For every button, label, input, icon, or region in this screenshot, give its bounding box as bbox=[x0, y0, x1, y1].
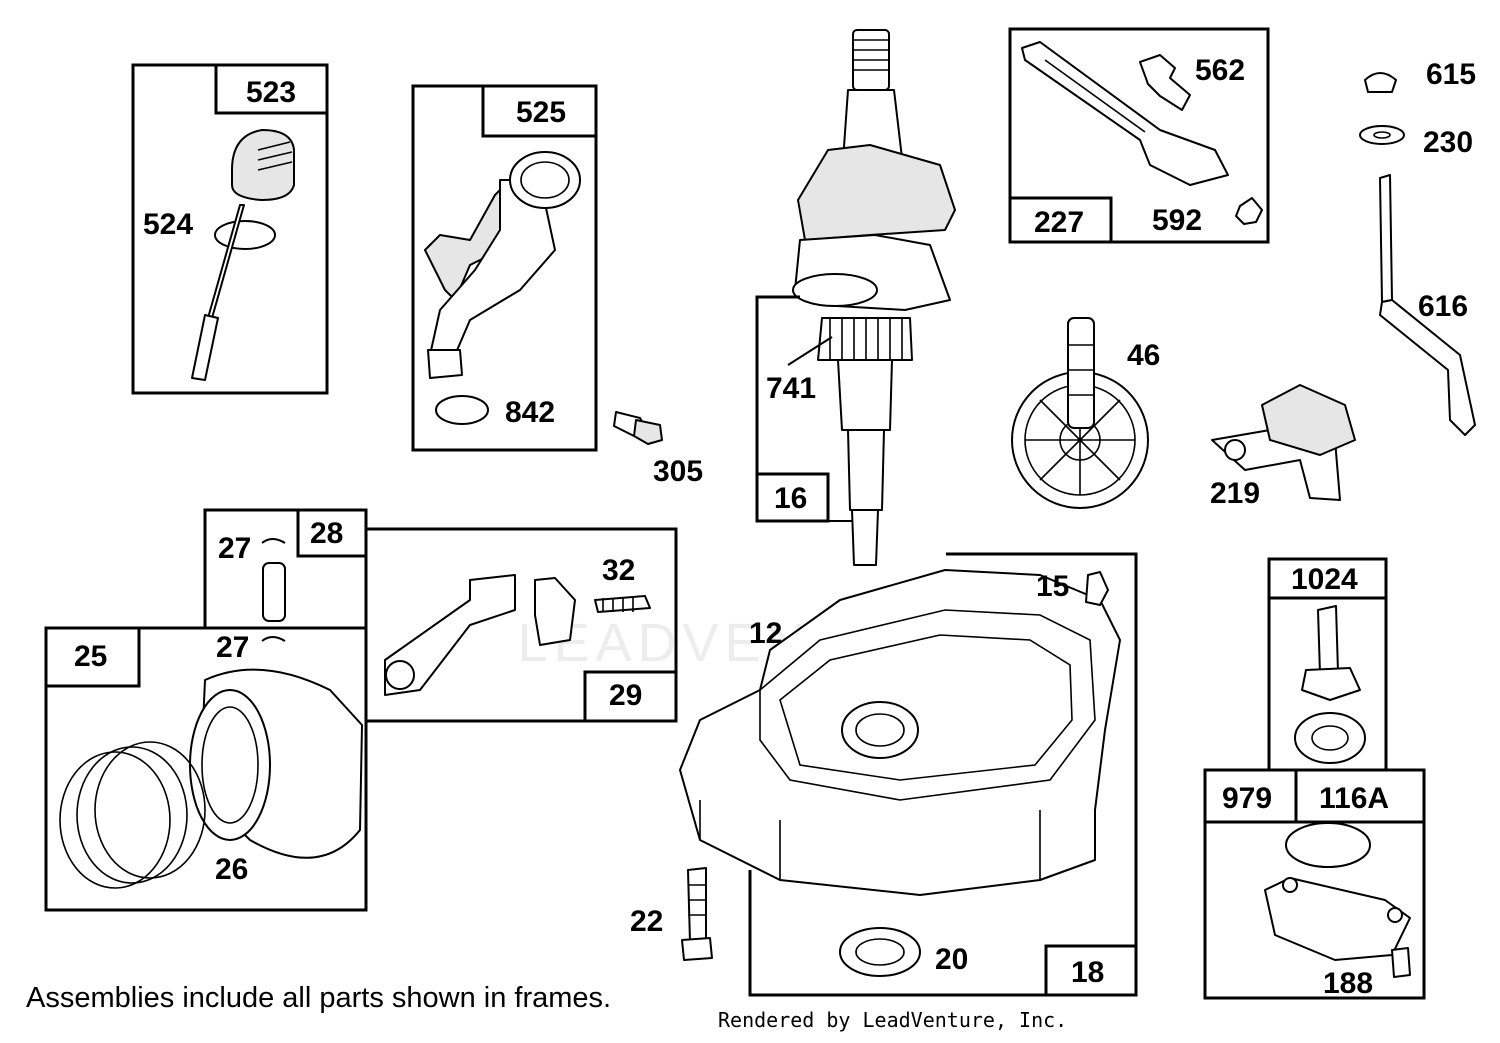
label-305: 305 bbox=[653, 455, 703, 488]
label-230: 230 bbox=[1423, 126, 1473, 159]
label-116a: 116A bbox=[1319, 782, 1389, 815]
crankcase-sump-part[interactable] bbox=[679, 569, 1121, 977]
bolt-305-part[interactable] bbox=[613, 411, 663, 445]
label-15: 15 bbox=[1036, 570, 1069, 603]
label-219: 219 bbox=[1210, 477, 1260, 510]
label-20: 20 bbox=[935, 943, 968, 976]
piston-rings-part[interactable] bbox=[59, 741, 206, 889]
label-27b: 27 bbox=[216, 631, 249, 664]
frame-227 bbox=[1008, 27, 1270, 244]
label-979: 979 bbox=[1222, 782, 1272, 815]
dipstick-part[interactable] bbox=[191, 129, 295, 381]
piston-part[interactable] bbox=[189, 636, 363, 859]
render-credit: Rendered by LeadVenture, Inc. bbox=[718, 1008, 1068, 1032]
frame-525 bbox=[411, 84, 598, 452]
label-18: 18 bbox=[1071, 956, 1104, 989]
label-16: 16 bbox=[774, 482, 807, 515]
label-592: 592 bbox=[1152, 204, 1202, 237]
label-616: 616 bbox=[1418, 290, 1468, 323]
label-615: 615 bbox=[1426, 58, 1476, 91]
label-26: 26 bbox=[215, 853, 248, 886]
label-25: 25 bbox=[74, 640, 107, 673]
frame-29 bbox=[364, 527, 678, 723]
label-524: 524 bbox=[143, 208, 193, 241]
connecting-rod-part[interactable] bbox=[384, 574, 651, 696]
oil-fill-tube-part[interactable] bbox=[424, 151, 581, 425]
label-29: 29 bbox=[609, 679, 642, 712]
label-188: 188 bbox=[1323, 967, 1373, 1000]
oil-pump-part[interactable] bbox=[1294, 605, 1366, 764]
footer-note: Assemblies include all parts shown in fr… bbox=[26, 982, 612, 1014]
pump-cover-part[interactable] bbox=[1264, 822, 1411, 978]
label-32: 32 bbox=[602, 554, 635, 587]
frame-523 bbox=[131, 63, 329, 395]
label-22: 22 bbox=[630, 905, 663, 938]
camshaft-part[interactable] bbox=[1011, 317, 1149, 509]
frame-979 bbox=[1203, 768, 1426, 1000]
label-842: 842 bbox=[505, 396, 555, 429]
crankshaft-part[interactable] bbox=[792, 29, 956, 566]
label-525: 525 bbox=[516, 96, 566, 129]
label-227: 227 bbox=[1034, 206, 1084, 239]
label-562: 562 bbox=[1195, 54, 1245, 87]
label-46: 46 bbox=[1127, 339, 1160, 372]
frame-16 bbox=[755, 295, 852, 523]
frame-18 bbox=[748, 552, 1138, 997]
piston-pin-part[interactable] bbox=[261, 538, 286, 622]
frame-25 bbox=[44, 626, 368, 912]
governor-lever-part[interactable] bbox=[1021, 41, 1263, 225]
label-741: 741 bbox=[766, 372, 816, 405]
governor-shaft-part[interactable] bbox=[1359, 72, 1476, 436]
label-12: 12 bbox=[749, 617, 782, 650]
governor-gear-part[interactable] bbox=[1211, 384, 1356, 501]
label-28: 28 bbox=[310, 517, 343, 550]
label-523: 523 bbox=[246, 76, 296, 109]
label-1024: 1024 bbox=[1291, 563, 1358, 596]
label-27a: 27 bbox=[218, 532, 251, 565]
